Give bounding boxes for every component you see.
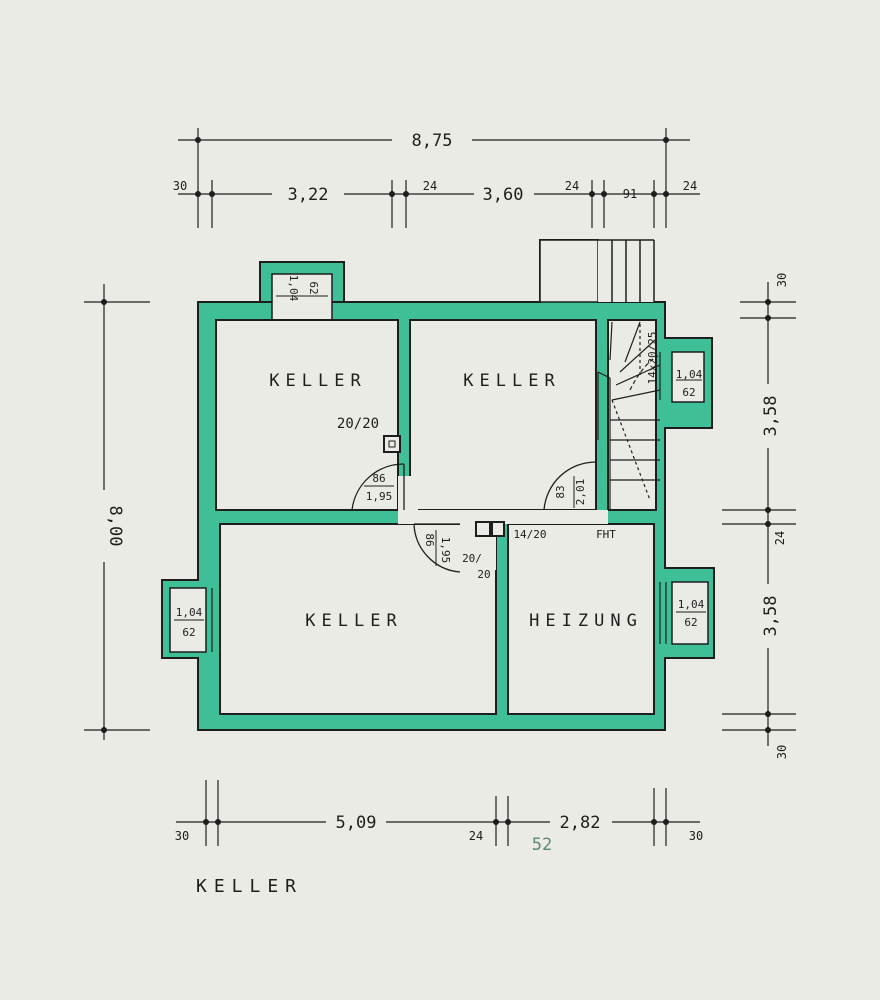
notes: 20/20 20/ 20 14/20 FHT 14×20/25 [337, 332, 659, 581]
dim-top-right-wall: 24 [683, 179, 697, 193]
door3-height: 2,01 [574, 479, 587, 506]
dim-right-mid-wall: 24 [773, 531, 787, 545]
room-upper-right-floor [409, 319, 597, 511]
door2-width: 86 [423, 533, 436, 546]
window-right-lower [671, 581, 709, 645]
dim-bottom-right-wall: 30 [689, 829, 703, 843]
chimney-2 [475, 521, 491, 537]
dim-right-upper-room: 3,58 [761, 396, 781, 437]
dim-right-top-wall: 30 [775, 273, 789, 287]
window-left-width: 1,04 [176, 606, 203, 619]
dim-bottom-pencil: 52 [532, 835, 552, 855]
door3-width: 83 [554, 485, 567, 498]
corridor-floor-2 [460, 510, 496, 570]
top-window-opening [271, 273, 333, 321]
room-lower-left-floor [219, 523, 497, 715]
dim-bottom-left-wall: 30 [175, 829, 189, 843]
dim-bottom-room-right: 2,82 [560, 813, 601, 833]
duct-label: 14/20 [513, 528, 546, 541]
door1-width: 86 [372, 472, 385, 485]
label-backgrounds [90, 126, 782, 834]
walls [161, 239, 715, 731]
stairs-label: 14×20/25 [646, 332, 659, 385]
corridor-floor-3 [398, 476, 418, 524]
chimney1-label: 20/20 [337, 416, 379, 432]
room-upper-left-floor [215, 319, 399, 511]
stair-floor [607, 319, 657, 511]
room-lower-right-floor [507, 523, 655, 715]
window-left-height: 62 [182, 626, 195, 639]
window-right-upper [671, 351, 705, 403]
chimney2-label: 20/ [462, 552, 482, 565]
door1-height: 1,95 [366, 490, 393, 503]
dim-top-room1: 3,22 [288, 185, 329, 205]
room-labels: KELLER KELLER KELLER HEIZUNG [269, 371, 643, 631]
chimneys [383, 435, 505, 537]
door2-height: 1,95 [439, 537, 452, 564]
room-label-upper-right: KELLER [463, 371, 560, 391]
dim-overall-width: 8,75 [412, 131, 453, 151]
room-label-upper-left: KELLER [269, 371, 366, 391]
window-right-lower-width: 1,04 [678, 598, 705, 611]
dimension-ticks [101, 137, 771, 825]
chimney2-label-b: 20 [477, 568, 490, 581]
dim-top-room2: 3,60 [483, 185, 524, 205]
dim-bottom-mid-wall: 24 [469, 829, 483, 843]
dim-top-left-wall: 30 [173, 179, 187, 193]
room-label-lower-left: KELLER [305, 611, 402, 631]
inner-stairs [597, 321, 661, 510]
dim-overall-height: 8,00 [105, 506, 125, 547]
dim-right-bottom-wall: 30 [775, 745, 789, 759]
window-right-lower-height: 62 [684, 616, 697, 629]
stair-landing [539, 239, 599, 303]
corridor-floor [410, 510, 608, 524]
window-right-upper-height: 62 [682, 386, 695, 399]
door-swings [351, 461, 597, 573]
plan-title: KELLER [196, 876, 303, 897]
dim-right-lower-room: 3,58 [761, 596, 781, 637]
dim-top-stair: 91 [623, 187, 637, 201]
dimension-labels: 8,75 30 3,22 24 3,60 24 91 24 8,00 30 3,… [105, 131, 789, 855]
dim-top-wall-mid1: 24 [423, 179, 437, 193]
dim-bottom-room-left: 5,09 [336, 813, 377, 833]
chimney-1 [383, 435, 401, 453]
dim-top-wall-mid2: 24 [565, 179, 579, 193]
window-top-height: 62 [307, 281, 320, 294]
fht-label: FHT [596, 528, 616, 541]
window-top-width: 1,04 [287, 275, 300, 302]
door-labels: 86 1,95 86 1,95 83 2,01 [364, 472, 587, 566]
window-labels: 1,04 62 1,04 62 1,04 62 1,04 62 [174, 275, 706, 639]
outside-stairs [598, 239, 655, 302]
chimney-3 [491, 521, 505, 537]
window-right-upper-width: 1,04 [676, 368, 703, 381]
room-label-lower-right: HEIZUNG [529, 611, 643, 631]
